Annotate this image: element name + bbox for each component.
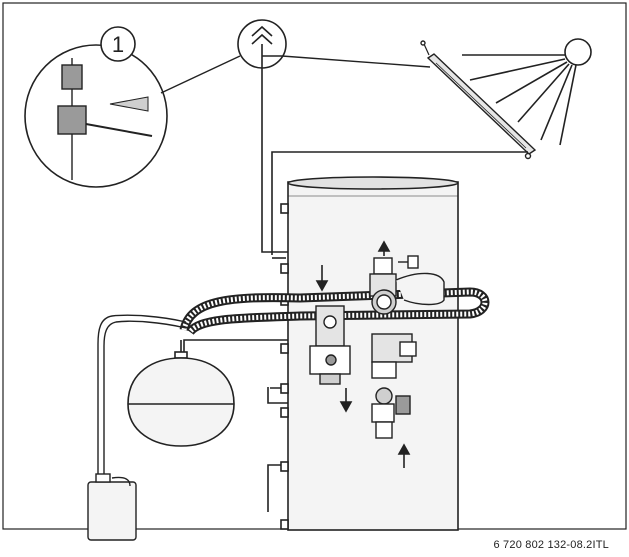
flow-arrows (315, 240, 411, 468)
reference-code: 6 720 802 132-08.2ITL (493, 539, 609, 551)
temperature-sensor-icon (57, 58, 153, 180)
storage-tank (280, 176, 459, 531)
solar-collector (420, 40, 537, 160)
callout-magnifier (24, 26, 168, 188)
callout-number: 1 (112, 32, 124, 57)
callout-leader-lines (160, 55, 431, 94)
expansion-hose (97, 314, 187, 478)
expansion-vessel (127, 340, 235, 447)
callout-number-badge (100, 26, 136, 62)
sun-icon (462, 38, 592, 146)
flexible-hose (179, 287, 490, 336)
solar-pump-station (309, 255, 445, 439)
collection-canister (87, 473, 137, 541)
air-vent-symbol (237, 19, 287, 69)
